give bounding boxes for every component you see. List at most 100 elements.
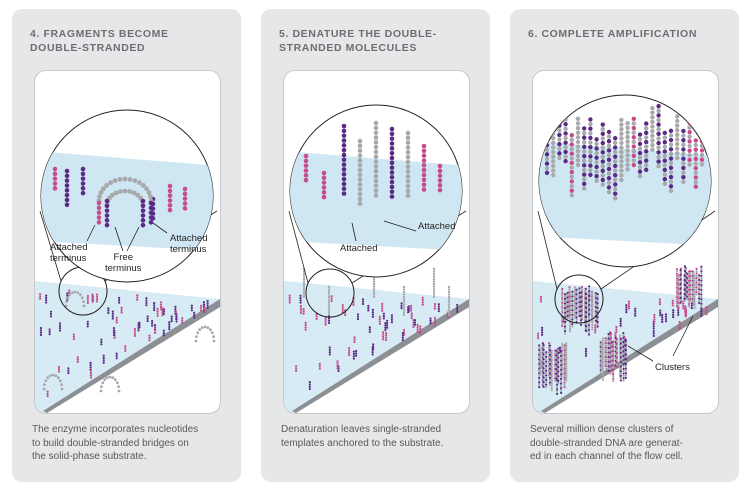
nucleotide-dot <box>568 293 571 296</box>
nucleotide-dot <box>73 290 77 294</box>
nucleotide-dot <box>624 376 627 379</box>
nucleotide-dot <box>82 300 85 304</box>
nucleotide-dot <box>609 360 612 364</box>
nucleotide-dot <box>559 350 563 353</box>
nucleotide-dot <box>78 293 82 297</box>
attached-terminus-right-label: Attached terminus <box>170 233 208 255</box>
nucleotide-dot <box>613 177 618 182</box>
nucleotide-dot <box>612 347 615 350</box>
nucleotide-dot <box>650 124 655 129</box>
nucleotide-dot <box>416 323 419 327</box>
nucleotide-dot <box>681 156 686 161</box>
nucleotide-dot <box>544 133 550 139</box>
nucleotide-dot <box>563 300 567 303</box>
nucleotide-dot <box>557 349 560 352</box>
nucleotide-dot <box>681 137 686 143</box>
nucleotide-dot <box>622 338 625 342</box>
nucleotide-dot <box>588 126 593 131</box>
nucleotide-dot <box>288 301 291 304</box>
nucleotide-dot <box>100 343 103 346</box>
nucleotide-dot <box>582 181 587 187</box>
nucleotide-dot <box>689 295 692 298</box>
nucleotide-dot <box>600 122 605 127</box>
nucleotide-dot <box>689 269 692 273</box>
nucleotide-dot <box>571 313 574 316</box>
nucleotide-dot <box>677 278 680 282</box>
nucleotide-dot <box>622 367 625 371</box>
nucleotide-dot <box>697 299 701 302</box>
nucleotide-dot <box>689 276 692 280</box>
nucleotide-dot <box>175 318 178 321</box>
nucleotide-dot <box>102 356 105 360</box>
nucleotide-dot <box>689 288 692 291</box>
nucleotide-dot <box>689 300 692 303</box>
nucleotide-dot <box>684 306 687 309</box>
nucleotide-dot <box>563 309 567 312</box>
nucleotide-dot <box>689 274 692 277</box>
nucleotide-dot <box>299 307 303 310</box>
nucleotide-dot <box>162 310 166 313</box>
nucleotide-dot <box>681 128 686 134</box>
nucleotide-dot <box>148 339 151 342</box>
nucleotide-dot <box>622 357 625 360</box>
cluster-strands <box>536 265 708 396</box>
nucleotide-dot <box>644 162 649 168</box>
nucleotide-dot <box>677 302 680 305</box>
nucleotide-dot <box>67 367 70 370</box>
nucleotide-dot <box>136 296 139 299</box>
nucleotide-dot <box>594 294 597 297</box>
nucleotide-dot <box>700 274 703 278</box>
nucleotide-dot <box>341 128 347 134</box>
nucleotide-dot <box>675 155 680 161</box>
nucleotide-dot <box>373 140 379 145</box>
nucleotide-dot <box>619 372 622 375</box>
nucleotide-dot <box>644 139 649 145</box>
nucleotide-dot <box>677 288 680 291</box>
nucleotide-dot <box>384 328 387 332</box>
nucleotide-dot <box>588 315 591 318</box>
nucleotide-dot <box>299 299 302 302</box>
nucleotide-dot <box>378 320 381 323</box>
nucleotide-dot <box>679 294 682 297</box>
nucleotide-dot <box>96 220 102 225</box>
nucleotide-dot <box>650 110 655 115</box>
nucleotide-dot <box>566 317 569 320</box>
nucleotide-dot <box>104 208 110 213</box>
nucleotide-dot <box>124 345 127 348</box>
nucleotide-dot <box>200 326 204 330</box>
nucleotide-dot <box>108 375 112 379</box>
nucleotide-dot <box>303 163 309 168</box>
nucleotide-dot <box>624 342 627 345</box>
nucleotide-dot <box>619 159 624 164</box>
nucleotide-dot <box>541 333 544 336</box>
nucleotide-dot <box>575 153 581 158</box>
nucleotide-dot <box>39 292 42 296</box>
nucleotide-dot <box>624 346 627 349</box>
nucleotide-dot <box>653 316 656 319</box>
nucleotide-dot <box>60 383 63 387</box>
nucleotide-dot <box>569 169 574 175</box>
nucleotide-dot <box>693 179 698 185</box>
nucleotide-dot <box>594 305 597 309</box>
nucleotide-dot <box>563 126 568 131</box>
nucleotide-dot <box>600 140 605 146</box>
nucleotide-dot <box>686 272 689 275</box>
nucleotide-dot <box>390 316 394 319</box>
nucleotide-dot <box>151 322 154 325</box>
nucleotide-dot <box>619 131 624 136</box>
nucleotide-dot <box>591 328 594 331</box>
nucleotide-dot <box>622 341 625 344</box>
nucleotide-dot <box>601 348 605 351</box>
nucleotide-dot <box>99 389 103 393</box>
nucleotide-dot <box>615 325 618 329</box>
nucleotide-dot <box>594 155 599 160</box>
nucleotide-dot <box>582 126 587 131</box>
nucleotide-dot <box>563 323 567 326</box>
nucleotide-dot <box>542 344 545 347</box>
nucleotide-dot <box>671 304 674 307</box>
nucleotide-dot <box>539 298 543 301</box>
nucleotide-dot <box>652 332 655 335</box>
nucleotide-dot <box>357 177 363 182</box>
nucleotide-dot <box>544 152 550 157</box>
nucleotide-dot <box>582 130 587 136</box>
